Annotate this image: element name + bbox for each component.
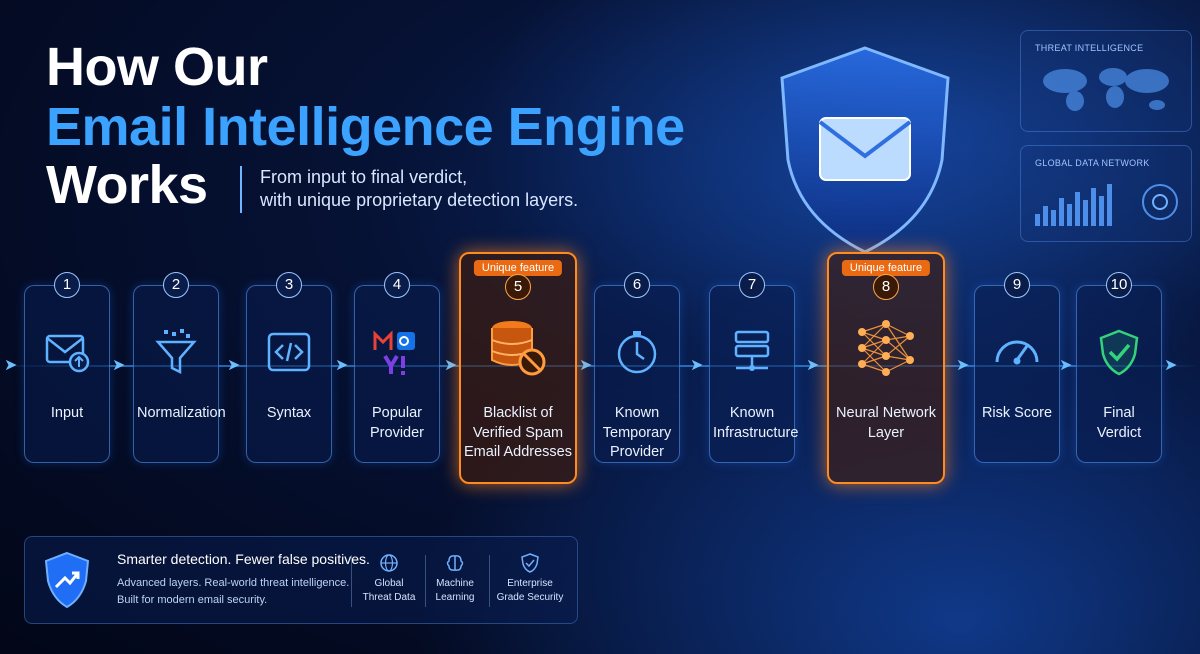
brain-icon <box>446 555 464 571</box>
step-number: 5 <box>505 274 531 300</box>
step-neural-network: Unique feature 8 Neural Network Layer <box>827 252 945 484</box>
step-number: 6 <box>624 272 650 298</box>
step-number: 9 <box>1004 272 1030 298</box>
divider <box>351 555 352 607</box>
step-label: Known Temporary Provider <box>602 405 672 461</box>
page-title: How Our Email Intelligence Engine Works <box>46 40 685 212</box>
step-label: Normalization <box>137 405 226 421</box>
feature-global-threat-data: Global Threat Data <box>354 553 424 604</box>
global-data-network-title: GLOBAL DATA NETWORK <box>1035 158 1150 168</box>
bar-graph-icon <box>1035 184 1178 226</box>
world-map-icon <box>1043 68 1169 111</box>
flow-arrow-icon: ➤ <box>690 357 704 374</box>
feature-line-2: Threat Data <box>362 591 416 603</box>
info-text-line-2: Built for modern email security. <box>117 594 268 607</box>
step-label: Known Infrastructure <box>713 405 799 441</box>
flow-arrow-icon: ➤ <box>956 357 970 374</box>
step-number: 10 <box>1106 272 1132 298</box>
global-data-network-panel: GLOBAL DATA NETWORK <box>1020 145 1192 242</box>
clock-icon <box>617 331 657 374</box>
page-subtitle: From input to final verdict, with unique… <box>240 166 578 213</box>
code-icon <box>267 332 311 372</box>
step-normalization: 2 Normalization <box>133 272 226 463</box>
feature-line-2: Grade Security <box>496 591 564 603</box>
info-text: Advanced layers. Real-world threat intel… <box>117 575 349 609</box>
database-block-icon <box>491 321 546 376</box>
mail-upload-icon <box>45 334 90 373</box>
flow-arrow-icon: ➤ <box>444 357 458 374</box>
step-popular-provider: 4 Popular Provider <box>354 272 440 463</box>
step-risk-score: 9 Risk Score <box>974 272 1060 463</box>
info-title: Smarter detection. Fewer false positives… <box>117 551 370 567</box>
flow-arrow-icon: ➤ <box>4 357 18 374</box>
gauge-icon <box>995 340 1039 365</box>
shield-mail-icon <box>780 46 950 254</box>
globe-icon <box>380 554 398 572</box>
step-number: 1 <box>54 272 80 298</box>
title-line-1: How Our <box>46 37 268 97</box>
step-number: 2 <box>163 272 189 298</box>
feature-line-1: Global <box>374 578 404 589</box>
step-number: 4 <box>384 272 410 298</box>
step-label: Risk Score <box>981 405 1053 421</box>
threat-intelligence-title: THREAT INTELLIGENCE <box>1035 43 1144 53</box>
step-known-temporary-provider: 6 Known Temporary Provider <box>594 272 680 463</box>
feature-line-1: Machine <box>436 578 474 589</box>
subtitle-line-1: From input to final verdict, <box>260 167 468 187</box>
flow-arrow-icon: ➤ <box>1059 357 1073 374</box>
feature-enterprise-security: Enterprise Grade Security <box>489 553 571 604</box>
flow-arrow-icon: ➤ <box>806 357 820 374</box>
threat-intelligence-panel: THREAT INTELLIGENCE <box>1020 30 1192 132</box>
title-line-2: Email Intelligence Engine <box>46 97 685 157</box>
info-bar: Smarter detection. Fewer false positives… <box>24 536 578 624</box>
step-known-infrastructure: 7 Known Infrastructure <box>709 272 799 463</box>
feature-line-2: Learning <box>435 591 475 603</box>
server-icon <box>734 330 770 371</box>
unique-feature-badge: Unique feature <box>473 260 563 276</box>
step-label: Input <box>50 405 84 421</box>
step-blacklist: Unique feature 5 Blacklist of Verified S… <box>459 252 577 484</box>
flow-arrow-icon: ➤ <box>1164 357 1178 374</box>
neural-network-icon <box>858 320 914 376</box>
divider <box>489 555 490 607</box>
divider <box>425 555 426 607</box>
step-syntax: 3 Syntax <box>246 272 332 463</box>
shield-icon <box>521 553 539 573</box>
flow-arrow-icon: ➤ <box>112 357 126 374</box>
feature-line-1: Enterprise <box>507 578 553 589</box>
step-label: Popular Provider <box>370 405 424 441</box>
step-label: Syntax <box>266 405 312 421</box>
step-number: 8 <box>873 274 899 300</box>
funnel-icon <box>155 329 197 375</box>
step-number: 3 <box>276 272 302 298</box>
step-number: 7 <box>739 272 765 298</box>
step-label: Neural Network Layer <box>836 405 936 441</box>
flow-arrow-icon: ➤ <box>227 357 241 374</box>
step-final-verdict: 10 Final Verdict <box>1076 272 1162 463</box>
flow-arrow-icon: ➤ <box>335 357 349 374</box>
shield-arrow-icon <box>44 551 90 609</box>
shield-check-icon <box>1099 329 1139 376</box>
info-text-line-1: Advanced layers. Real-world threat intel… <box>117 577 350 589</box>
feature-machine-learning: Machine Learning <box>420 553 490 604</box>
provider-logos-icon <box>373 330 415 375</box>
step-label: Blacklist of Verified Spam Email Address… <box>464 405 572 461</box>
step-label: Final Verdict <box>1096 405 1142 441</box>
title-line-3: Works <box>46 155 208 215</box>
subtitle-line-2: with unique proprietary detection layers… <box>260 190 579 211</box>
unique-feature-badge: Unique feature <box>841 260 931 276</box>
step-input: 1 Input <box>24 272 110 463</box>
flow-arrow-icon: ➤ <box>579 357 593 374</box>
